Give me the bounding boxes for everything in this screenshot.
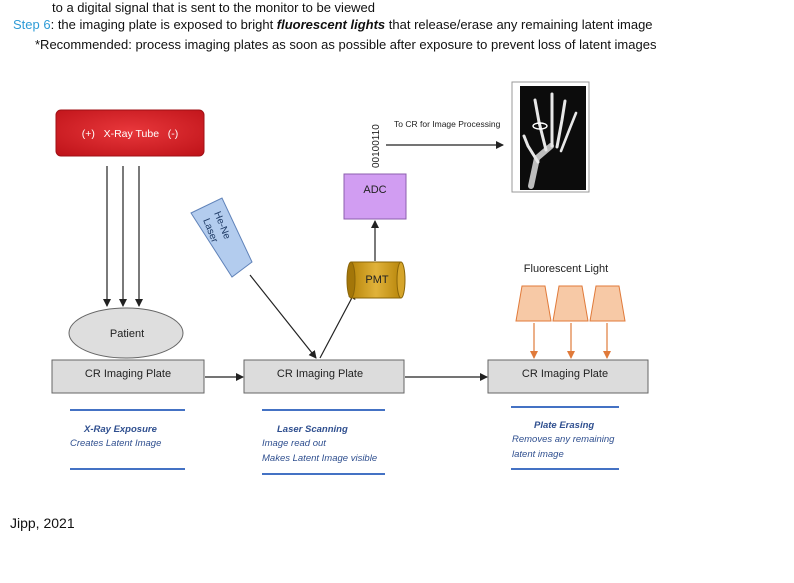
patient <box>68 307 184 359</box>
to-cr-label: To CR for Image Processing <box>394 119 501 129</box>
pmt <box>346 261 406 299</box>
plate-3-label: CR Imaging Plate <box>522 368 608 380</box>
plate-1-label: CR Imaging Plate <box>85 368 171 380</box>
caption-2-title: Laser Scanning <box>277 424 348 435</box>
step-text-pre: : the imaging plate is exposed to bright <box>50 17 277 32</box>
plate-2-label: CR Imaging Plate <box>277 368 363 380</box>
step-text-emphasis: fluorescent lights <box>276 17 386 32</box>
pmt-label: PMT <box>365 274 389 286</box>
caption-3-line-1: Removes any remaining <box>512 434 615 445</box>
step-text-post: that release/erase any remaining latent … <box>385 17 653 32</box>
caption-3-line-2: latent image <box>512 449 564 460</box>
fluorescent-lamp <box>552 285 589 322</box>
header-line-3: *Recommended: process imaging plates as … <box>35 37 657 52</box>
he-ne-laser: He-Ne Laser <box>190 197 253 278</box>
cr-imaging-plate-2 <box>243 359 405 394</box>
hand-xray-image <box>511 81 590 193</box>
header-line-2: Step 6: the imaging plate is exposed to … <box>13 17 653 32</box>
patient-label: Patient <box>110 328 144 340</box>
step-label: Step 6 <box>13 17 51 32</box>
header-line-1: to a digital signal that is sent to the … <box>52 0 376 15</box>
fluorescent-lamp <box>589 285 626 322</box>
caption-3-title: Plate Erasing <box>534 420 594 431</box>
xray-tube-label: (+) X-Ray Tube (-) <box>82 128 179 140</box>
cr-imaging-plate-3 <box>487 359 649 394</box>
adc <box>343 173 407 220</box>
binary-signal-label: 00100110 <box>371 124 382 168</box>
emitted-light-arrow <box>319 291 356 359</box>
caption-1-title: X-Ray Exposure <box>83 424 158 435</box>
credit: Jipp, 2021 <box>10 515 75 531</box>
caption-2-line-2: Makes Latent Image visible <box>262 453 377 464</box>
xray-tube <box>55 109 205 157</box>
caption-2-line-1: Image read out <box>262 438 326 449</box>
adc-label: ADC <box>363 184 386 196</box>
caption-1-line-1: Creates Latent Image <box>70 438 161 449</box>
laser-beam <box>249 274 317 359</box>
cr-imaging-plate-1 <box>51 359 205 394</box>
fluorescent-light-label: Fluorescent Light <box>524 263 608 275</box>
fluorescent-lamp <box>515 285 552 322</box>
